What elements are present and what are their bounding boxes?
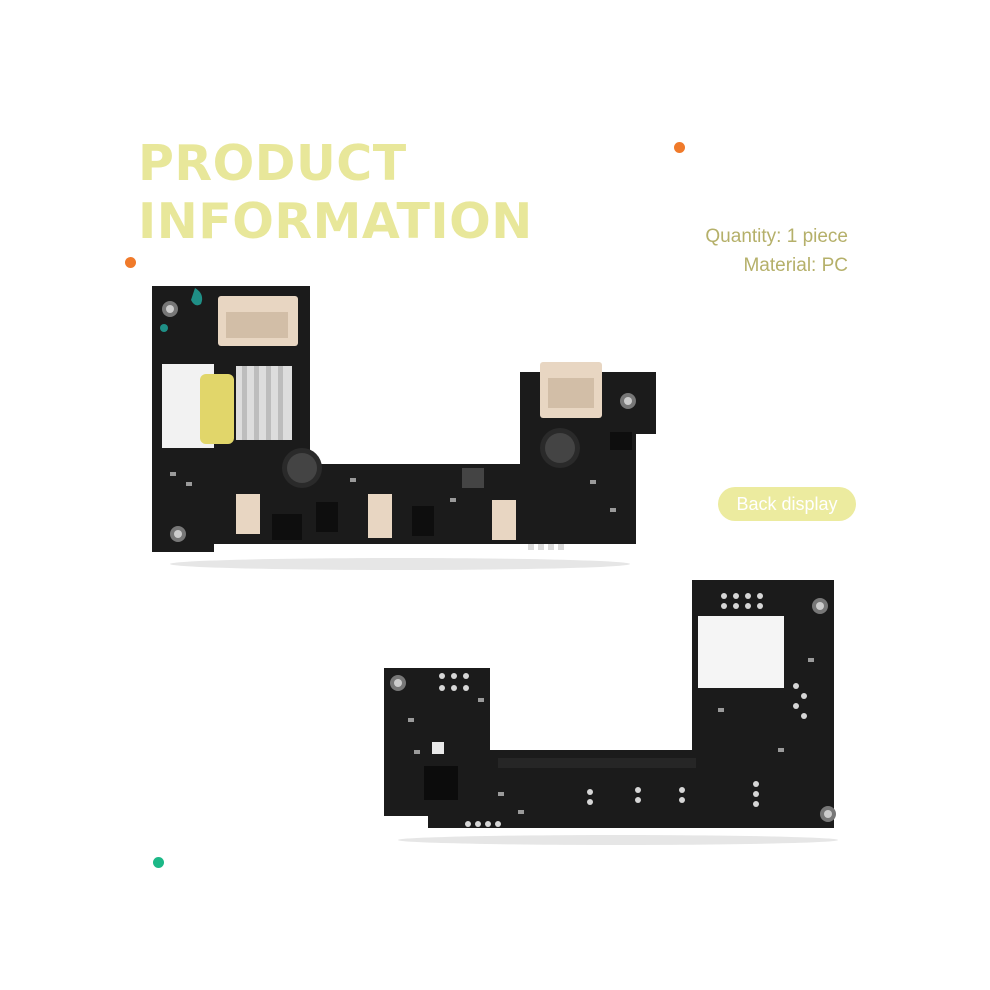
orange-dot-left (125, 257, 136, 268)
spec-quantity: Quantity: 1 piece (705, 226, 848, 247)
product-specs: Quantity: 1 piece Material: PC (705, 222, 848, 280)
title-line-2: INFORMATION (138, 193, 533, 250)
green-dot-bottom-left (153, 857, 164, 868)
title-line-1: PRODUCT (138, 135, 407, 192)
page-title: PRODUCT INFORMATION (138, 135, 533, 251)
orange-dot-top-right (674, 142, 685, 153)
back-display-label: Back display (736, 494, 838, 514)
back-pcb-board (384, 580, 838, 845)
back-display-badge: Back display (718, 487, 856, 521)
spec-material: Material: PC (743, 255, 848, 276)
front-pcb-board (152, 286, 656, 570)
